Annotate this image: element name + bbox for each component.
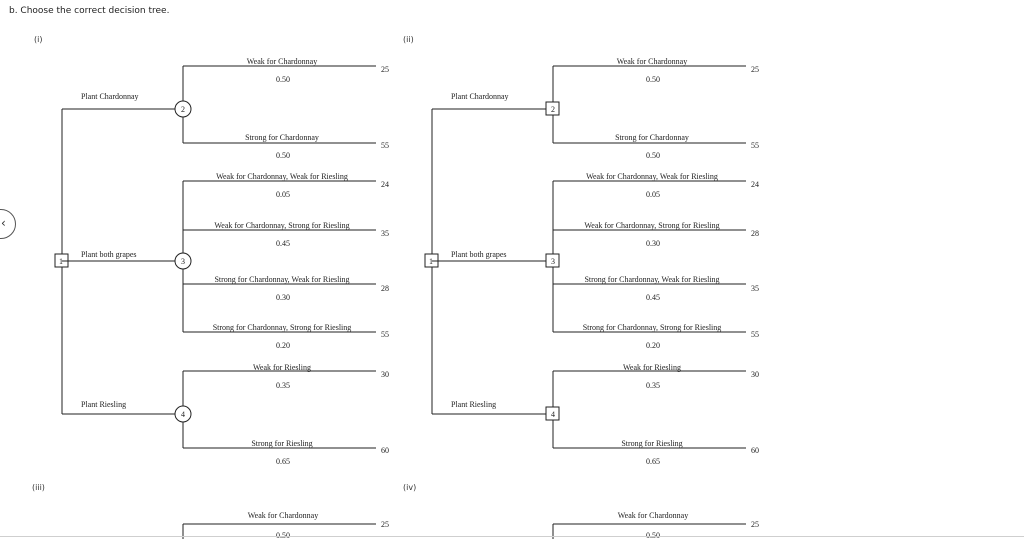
outcome-probability: 0.65	[646, 457, 660, 466]
outcome-event: Weak for Chardonnay, Strong for Riesling	[214, 221, 349, 230]
outcome-payoff: 25	[751, 520, 759, 529]
question-text: b. Choose the correct decision tree.	[9, 6, 170, 16]
outcome-payoff: 30	[381, 370, 389, 379]
chevron-left-icon: ‹	[1, 216, 6, 230]
outcome-event: Strong for Chardonnay, Weak for Riesling	[584, 275, 719, 284]
outcome-payoff: 55	[381, 141, 389, 150]
outcome-event: Weak for Riesling	[623, 363, 681, 372]
outcome-event: Weak for Riesling	[253, 363, 311, 372]
outcome-probability: 0.05	[276, 190, 290, 199]
outcome-event: Weak for Chardonnay	[618, 511, 688, 520]
chance-node	[545, 406, 560, 421]
outcome-probability: 0.50	[646, 151, 660, 160]
outcome-payoff: 25	[751, 65, 759, 74]
outcome-payoff: 24	[381, 180, 389, 189]
outcome-event: Strong for Chardonnay, Strong for Riesli…	[583, 323, 722, 332]
panel-label-ii: (ii)	[403, 35, 414, 44]
outcome-event: Strong for Chardonnay	[615, 133, 689, 142]
outcome-probability: 0.50	[276, 531, 290, 539]
outcome-payoff: 55	[751, 330, 759, 339]
outcome-probability: 0.35	[646, 381, 660, 390]
branch-label: Plant Riesling	[81, 400, 126, 409]
outcome-probability: 0.45	[646, 293, 660, 302]
outcome-event: Strong for Chardonnay, Strong for Riesli…	[213, 323, 352, 332]
outcome-event: Weak for Chardonnay, Weak for Riesling	[216, 172, 348, 181]
chance-node-number: 2	[551, 105, 555, 114]
chance-node	[545, 253, 560, 268]
chance-node-number: 2	[181, 105, 185, 114]
outcome-event: Strong for Riesling	[621, 439, 682, 448]
branch-label: Plant Riesling	[451, 400, 496, 409]
outcome-event: Weak for Chardonnay	[248, 511, 318, 520]
chance-node	[174, 100, 192, 118]
outcome-payoff: 55	[381, 330, 389, 339]
outcome-payoff: 28	[381, 284, 389, 293]
outcome-event: Weak for Chardonnay	[247, 57, 317, 66]
outcome-probability: 0.20	[276, 341, 290, 350]
outcome-probability: 0.35	[276, 381, 290, 390]
outcome-event: Strong for Chardonnay	[245, 133, 319, 142]
outcome-probability: 0.20	[646, 341, 660, 350]
outcome-probability: 0.30	[276, 293, 290, 302]
bottom-divider	[0, 536, 1024, 537]
outcome-payoff: 60	[381, 446, 389, 455]
outcome-payoff: 35	[751, 284, 759, 293]
chance-node	[174, 405, 192, 423]
branch-label: Plant Chardonnay	[451, 92, 509, 101]
outcome-payoff: 30	[751, 370, 759, 379]
outcome-probability: 0.50	[276, 75, 290, 84]
outcome-event: Weak for Chardonnay, Strong for Riesling	[584, 221, 719, 230]
outcome-probability: 0.50	[646, 531, 660, 539]
chance-node-number: 4	[181, 410, 185, 419]
chance-node	[545, 101, 560, 116]
outcome-payoff: 55	[751, 141, 759, 150]
decision-node-number: 1	[59, 257, 63, 266]
panel-label-i: (i)	[34, 35, 43, 44]
outcome-payoff: 25	[381, 65, 389, 74]
outcome-probability: 0.50	[646, 75, 660, 84]
outcome-payoff: 25	[381, 520, 389, 529]
outcome-event: Strong for Chardonnay, Weak for Riesling	[214, 275, 349, 284]
outcome-probability: 0.65	[276, 457, 290, 466]
outcome-payoff: 28	[751, 229, 759, 238]
branch-label: Plant both grapes	[451, 250, 507, 259]
chance-node-number: 3	[551, 257, 555, 266]
outcome-probability: 0.50	[276, 151, 290, 160]
outcome-payoff: 60	[751, 446, 759, 455]
chance-node	[174, 252, 192, 270]
outcome-probability: 0.05	[646, 190, 660, 199]
outcome-payoff: 35	[381, 229, 389, 238]
chance-node-number: 4	[551, 410, 555, 419]
branch-label: Plant both grapes	[81, 250, 137, 259]
outcome-probability: 0.45	[276, 239, 290, 248]
outcome-probability: 0.30	[646, 239, 660, 248]
outcome-event: Weak for Chardonnay	[617, 57, 687, 66]
branch-label: Plant Chardonnay	[81, 92, 139, 101]
chance-node-number: 3	[181, 257, 185, 266]
outcome-event: Weak for Chardonnay, Weak for Riesling	[586, 172, 718, 181]
outcome-event: Strong for Riesling	[251, 439, 312, 448]
outcome-payoff: 24	[751, 180, 759, 189]
panel-label-iv: (iv)	[403, 483, 417, 492]
panel-label-iii: (iii)	[32, 483, 45, 492]
decision-node-number: 1	[429, 257, 433, 266]
